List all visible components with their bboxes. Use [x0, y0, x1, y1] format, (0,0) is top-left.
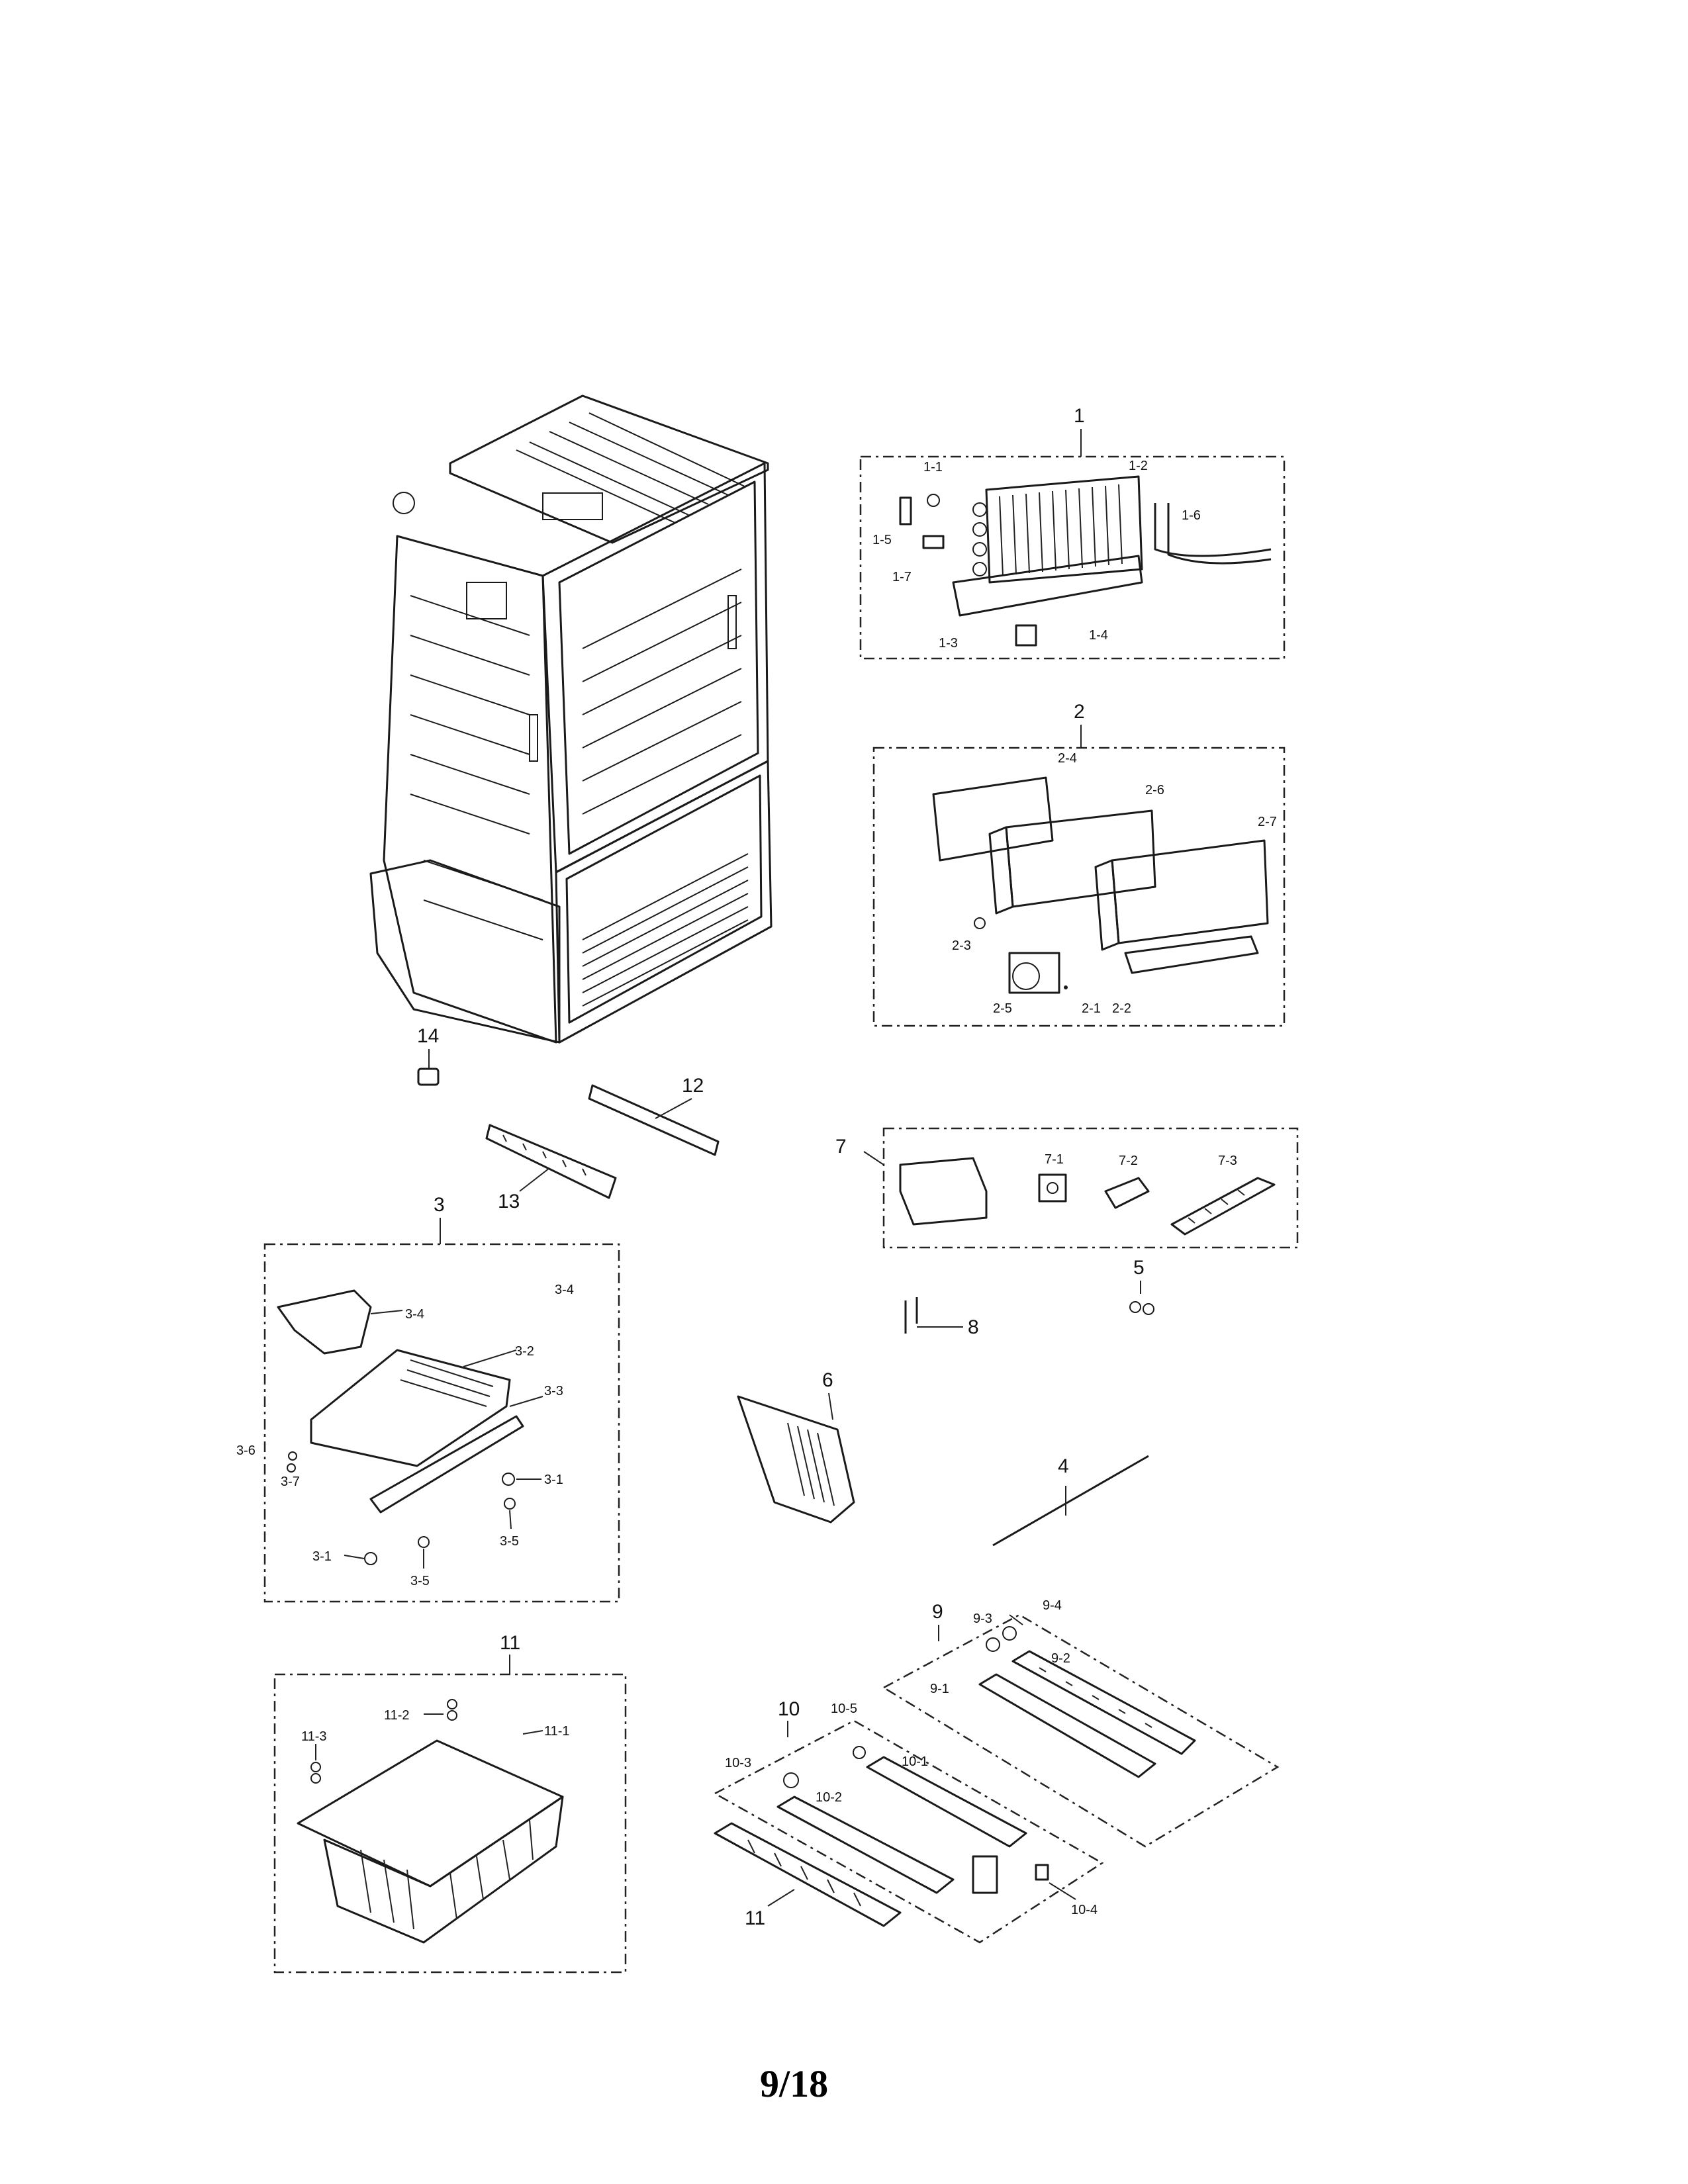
callout-13: 13 — [498, 1191, 520, 1212]
callout-3-6: 3-6 — [236, 1443, 256, 1458]
callout-1-3: 1-3 — [939, 636, 958, 651]
callout-11-panel: 11 — [745, 1907, 765, 1929]
callout-2-6: 2-6 — [1145, 783, 1164, 797]
main-callouts: 1 2 3 4 5 6 7 8 9 10 11 11 12 13 14 — [417, 405, 1145, 1929]
part-8-pin — [904, 1297, 963, 1334]
callout-3-4-left: 3-4 — [405, 1307, 424, 1322]
callout-2: 2 — [1074, 701, 1085, 723]
callout-3-3: 3-3 — [544, 1384, 563, 1398]
refrigerator-cabinet — [369, 394, 773, 1044]
group-3-drawer-assembly — [263, 1218, 620, 1603]
callout-3-1-right: 3-1 — [544, 1473, 563, 1487]
callout-7-1: 7-1 — [1045, 1152, 1064, 1167]
callout-3-1-left: 3-1 — [312, 1549, 332, 1564]
callout-9: 9 — [932, 1601, 943, 1623]
callout-10-2: 10-2 — [816, 1790, 842, 1805]
group-9-slide-rail — [882, 1614, 1280, 1848]
page-number: 9/18 — [760, 2062, 828, 2105]
callout-11-3: 11-3 — [301, 1729, 327, 1744]
part-13-rail — [485, 1124, 617, 1199]
callout-2-5: 2-5 — [993, 1001, 1012, 1016]
callout-10-5: 10-5 — [831, 1702, 857, 1716]
part-12-rail — [588, 1084, 720, 1156]
callout-2-2: 2-2 — [1112, 1001, 1131, 1016]
callout-11-2: 11-2 — [384, 1708, 410, 1723]
callout-3-5-right: 3-5 — [500, 1534, 519, 1549]
callout-5: 5 — [1133, 1257, 1145, 1279]
callout-2-1: 2-1 — [1082, 1001, 1101, 1016]
callout-10-3: 10-3 — [725, 1756, 751, 1770]
callout-1-1: 1-1 — [923, 460, 943, 475]
callout-7-2: 7-2 — [1119, 1154, 1138, 1168]
callout-9-4: 9-4 — [1043, 1598, 1062, 1613]
callout-11-1: 11-1 — [544, 1724, 570, 1739]
callout-12: 12 — [682, 1075, 704, 1097]
callout-8: 8 — [968, 1316, 979, 1338]
callout-3-5-left: 3-5 — [410, 1574, 430, 1588]
callout-3-7: 3-7 — [281, 1475, 300, 1489]
callout-14: 14 — [417, 1025, 439, 1047]
group-11-freezer-basket — [273, 1655, 627, 1974]
part-4-strip — [992, 1455, 1149, 1547]
callout-1: 1 — [1074, 405, 1085, 427]
callout-6: 6 — [822, 1369, 833, 1391]
callout-2-3: 2-3 — [952, 938, 971, 953]
callout-3-4-right: 3-4 — [555, 1283, 574, 1297]
callout-1-5: 1-5 — [872, 533, 892, 547]
callout-11-basket: 11 — [500, 1632, 520, 1654]
part-5-screw — [1129, 1281, 1154, 1315]
sub-callouts: 1-1 1-2 1-3 1-4 1-5 1-6 1-7 2-1 2-2 2-3 … — [236, 459, 1277, 1917]
callout-1-2: 1-2 — [1129, 459, 1148, 473]
group-10-lower-rail — [713, 1719, 1104, 1944]
callout-10-4: 10-4 — [1071, 1903, 1098, 1917]
callout-2-4: 2-4 — [1058, 751, 1077, 766]
callout-10: 10 — [778, 1698, 800, 1720]
callout-9-2: 9-2 — [1051, 1651, 1070, 1666]
callout-10-1: 10-1 — [902, 1754, 928, 1769]
part-11-front-panel — [714, 1822, 902, 1927]
callout-9-3: 9-3 — [973, 1612, 992, 1626]
group-7-ice-maker — [863, 1127, 1299, 1249]
group-2-control-box — [872, 725, 1286, 1027]
callout-1-7: 1-7 — [892, 570, 912, 584]
callout-7: 7 — [835, 1136, 847, 1158]
callout-4: 4 — [1058, 1455, 1069, 1477]
callout-3-2: 3-2 — [515, 1344, 534, 1359]
group-1-evaporator — [859, 429, 1286, 660]
callout-3: 3 — [434, 1194, 445, 1216]
callout-7-3: 7-3 — [1218, 1154, 1237, 1168]
callout-1-4: 1-4 — [1089, 628, 1108, 643]
callout-2-7: 2-7 — [1258, 815, 1277, 829]
callout-1-6: 1-6 — [1182, 508, 1201, 523]
part-14-clip — [417, 1049, 440, 1086]
part-6-filter-cover — [737, 1392, 855, 1524]
callout-9-1: 9-1 — [930, 1682, 949, 1696]
